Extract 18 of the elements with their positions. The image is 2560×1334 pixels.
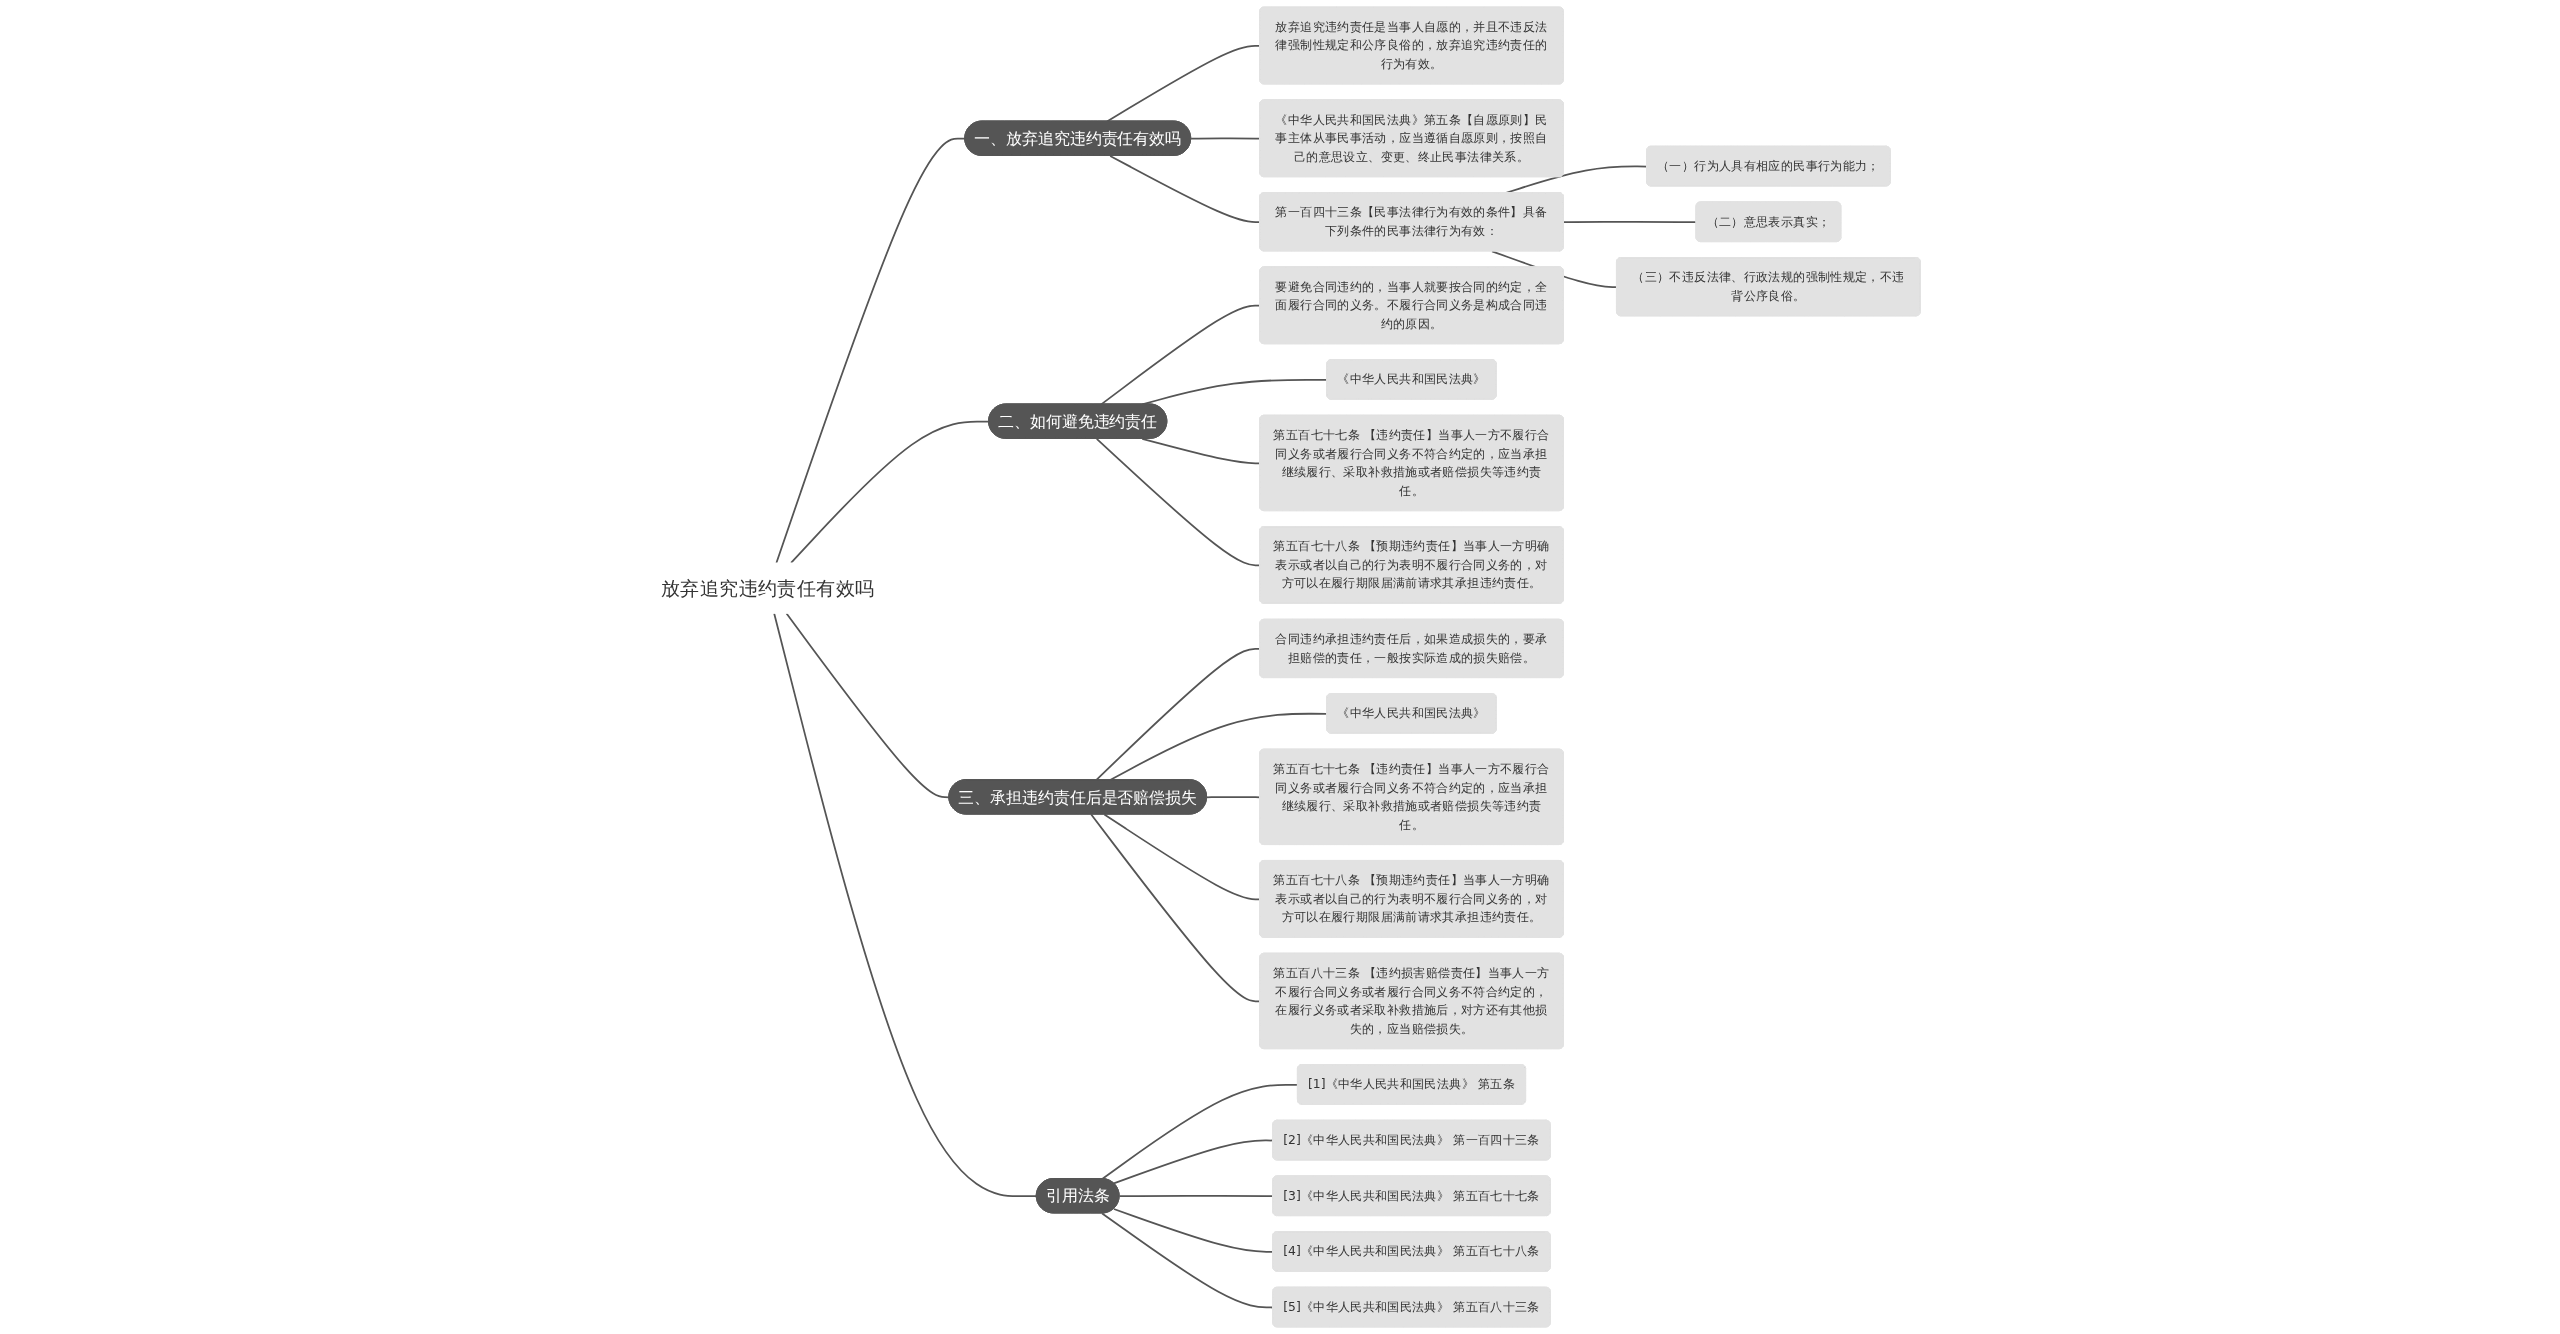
connector (1095, 437, 1261, 567)
connector (1103, 813, 1261, 901)
connector (1190, 137, 1261, 140)
connector (785, 612, 951, 799)
connector (773, 612, 1038, 1198)
connector (1095, 647, 1261, 781)
node-text: 放弃追究违约责任有效吗 (660, 577, 875, 600)
connector (790, 420, 990, 564)
connector (1109, 155, 1261, 224)
connector (1141, 437, 1261, 465)
connector (1106, 44, 1261, 123)
connector (1112, 1139, 1274, 1185)
connector (1101, 1212, 1274, 1309)
connector (1101, 1083, 1299, 1180)
connector (1112, 1208, 1274, 1253)
connector (1118, 1195, 1274, 1198)
connector (1090, 813, 1261, 1003)
connector (1206, 796, 1261, 799)
